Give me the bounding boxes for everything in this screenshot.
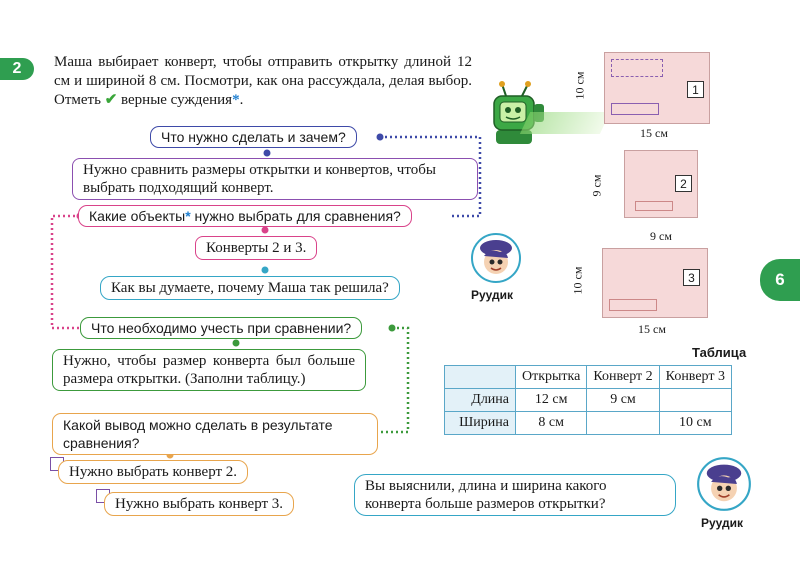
question-2-text-after: нужно выбрать для сравнения? — [194, 208, 401, 224]
envelope-3-height: 10 см — [570, 266, 585, 295]
robot-beam — [519, 112, 611, 134]
table-cell[interactable]: 12 см — [514, 388, 588, 412]
task-text-after: верные суждения — [121, 92, 233, 108]
envelope-number: 1 — [687, 81, 704, 98]
asterisk-mark: * — [185, 208, 191, 224]
table-cell[interactable] — [658, 388, 732, 412]
ruudik-question-2: Вы выяснили, длина и ширина какого конве… — [354, 474, 676, 516]
envelope-1-height: 10 см — [572, 71, 587, 100]
envelope-number: 2 — [675, 175, 692, 192]
envelope-1-width: 15 см — [640, 126, 668, 140]
ruudik-label-2: Руудик — [701, 516, 744, 530]
option-2-box: Нужно выбрать конверт 3. — [104, 492, 295, 516]
page-number-tab: 6 — [760, 259, 800, 301]
question-4-box: Какой вывод можно сделать в результате с… — [52, 413, 378, 455]
ruudik-avatar-icon — [471, 233, 521, 283]
option-1-box: Нужно выбрать конверт 2. — [58, 460, 249, 484]
ruudik-avatar-icon — [697, 457, 751, 511]
envelope-number: 3 — [683, 269, 700, 286]
table-cell[interactable]: 8 см — [514, 411, 588, 435]
check-mark-icon: ✔ — [104, 92, 118, 108]
envelope-3: 3 — [602, 248, 708, 318]
answer-3-box: Нужно, чтобы размер конверта был больше … — [52, 349, 366, 391]
data-table: Открытка Конверт 2 Конверт 3 Длина 12 см… — [444, 365, 732, 435]
table-cell — [444, 365, 516, 389]
table-cell: Ширина — [444, 411, 516, 435]
question-1-box: Что нужно сделать и зачем? — [150, 126, 357, 148]
envelope-2-height: 9 см — [589, 174, 604, 197]
answer-2-box: Конверты 2 и 3. — [195, 236, 318, 260]
table-cell[interactable]: 9 см — [586, 388, 660, 412]
table-cell: Длина — [444, 388, 516, 412]
question-2-box: Какие объекты* нужно выбрать для сравнен… — [78, 205, 412, 227]
ruudik-question-1: Как вы думаете, почему Маша так решила? — [100, 276, 400, 300]
envelope-2-width: 9 см — [650, 229, 672, 243]
table-title: Таблица — [692, 345, 747, 360]
task-text-before: Маша выбирает конверт, чтобы отправить о… — [54, 54, 472, 108]
postcode-box — [635, 201, 673, 211]
table-cell[interactable]: 10 см — [658, 411, 732, 435]
envelope-2: 2 — [624, 150, 698, 218]
asterisk-mark: * — [232, 92, 240, 108]
table-row: Ширина 8 см 10 см — [444, 411, 732, 435]
table-cell: Конверт 3 — [658, 365, 732, 389]
question-2-text-before: Какие объекты — [89, 208, 186, 224]
table-cell: Конверт 2 — [586, 365, 660, 389]
question-3-box: Что необходимо учесть при сравнении? — [80, 317, 363, 339]
table-cell[interactable] — [586, 411, 660, 435]
task-dot: . — [239, 92, 244, 108]
robot-icon — [493, 81, 544, 144]
answer-1-box: Нужно сравнить размеры открытки и конвер… — [72, 158, 478, 200]
postcode-box — [611, 103, 659, 115]
task-number-badge: 2 — [0, 58, 34, 80]
envelope-3-width: 15 см — [638, 322, 666, 336]
ruudik-label-1: Руудик — [471, 288, 514, 302]
table-row: Открытка Конверт 2 Конверт 3 — [444, 365, 732, 389]
task-text: Маша выбирает конверт, чтобы отправить о… — [54, 53, 472, 110]
table-row: Длина 12 см 9 см — [444, 388, 732, 412]
envelope-1: 1 — [604, 52, 710, 124]
stamp-icon — [611, 59, 663, 77]
table-cell: Открытка — [514, 365, 588, 389]
postcode-box — [609, 299, 657, 311]
